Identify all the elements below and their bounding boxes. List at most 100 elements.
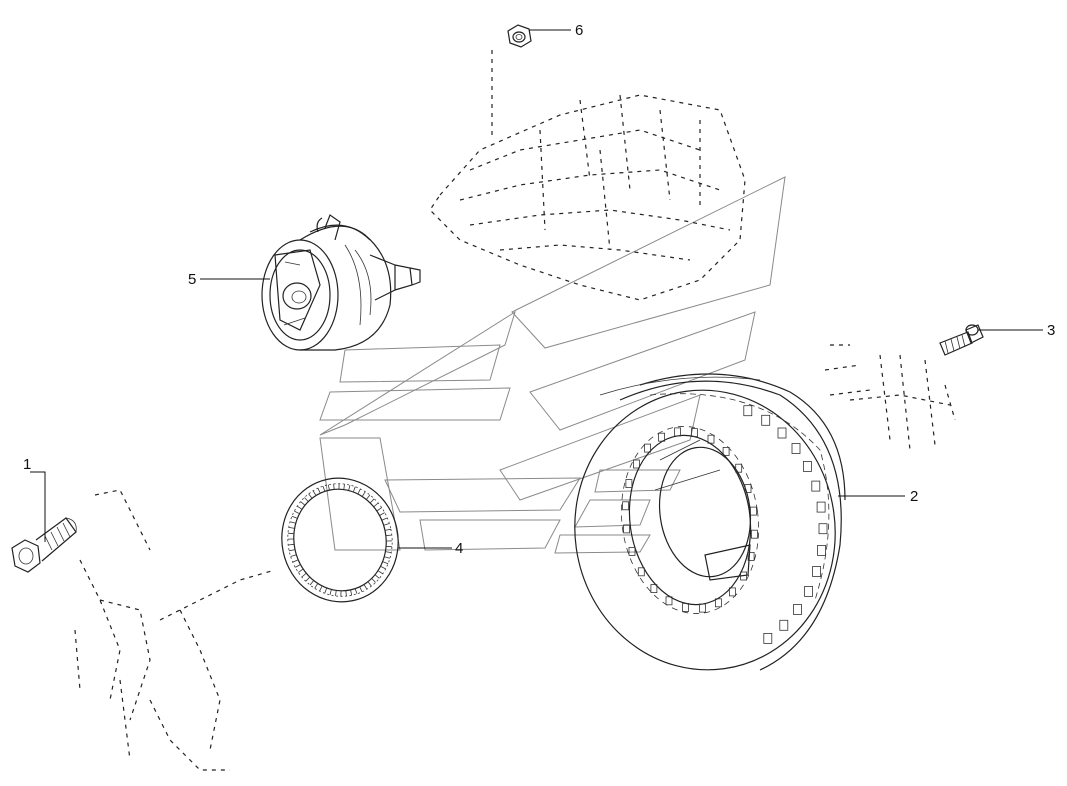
tone-ring-tooth: [324, 587, 328, 594]
hub-slot: [650, 584, 658, 593]
tone-ring-tooth: [296, 505, 303, 510]
hub-slot: [658, 432, 665, 442]
hub-slot: [633, 459, 640, 469]
hub-slot: [722, 446, 730, 456]
tone-ring-tooth: [363, 584, 368, 590]
callout-labels: 1 2 3 4 5 6: [23, 22, 1055, 557]
leader-lines: [30, 29, 1043, 549]
tone-ring-tooth: [384, 528, 391, 531]
vent-slot: [803, 460, 812, 472]
hub-slot: [691, 428, 698, 438]
tone-ring-tooth: [386, 545, 393, 548]
tone-ring-tooth: [291, 515, 298, 519]
tone-ring-tooth: [288, 543, 295, 546]
tone-ring-tooth: [335, 590, 337, 596]
tone-ring-tooth: [308, 493, 313, 499]
tone-ring-tooth: [350, 589, 353, 596]
vent-slot: [793, 604, 802, 615]
hub-slot: [665, 596, 673, 606]
watermark-logo: [319, 176, 786, 554]
part-4-tone-ring: [281, 477, 399, 603]
tone-ring-tooth: [289, 549, 296, 552]
hub-slot: [715, 598, 722, 608]
tone-ring-tooth: [300, 501, 306, 506]
hub-slot: [735, 463, 743, 473]
tone-ring-tooth: [373, 502, 379, 508]
tone-ring-tooth: [384, 556, 391, 559]
vent-slot: [811, 480, 821, 492]
tone-ring-tooth: [361, 491, 366, 497]
tone-ring-tooth: [379, 512, 385, 516]
tone-ring-tooth: [377, 570, 384, 575]
leader-1: [30, 471, 46, 542]
part-1-bolt: [11, 517, 77, 573]
vent-slot: [816, 501, 826, 513]
hub-slot: [750, 506, 757, 516]
ghost-assembly-right: [824, 344, 956, 451]
part-3-stud-bolt: [939, 324, 984, 356]
hub-slot: [699, 603, 706, 613]
tone-ring-tooth: [382, 561, 389, 565]
tone-ring-tooth: [301, 572, 307, 578]
vent-slot: [779, 619, 789, 631]
tone-ring-tooth: [287, 532, 294, 535]
tone-ring-tooth: [354, 588, 358, 594]
tone-ring-tooth: [289, 521, 296, 524]
hub-slot: [740, 571, 747, 581]
hub-slot: [623, 524, 630, 534]
callout-3: 3: [1047, 322, 1055, 339]
tone-ring-tooth: [329, 589, 332, 596]
callout-1: 1: [23, 456, 31, 473]
callout-6: 6: [575, 22, 583, 39]
vent-slot: [761, 414, 771, 426]
tone-ring-tooth: [371, 578, 376, 583]
tone-ring-tooth: [374, 574, 380, 579]
vent-slot: [818, 523, 828, 535]
hub-slot: [707, 434, 715, 444]
tone-ring-tooth: [383, 523, 390, 526]
tone-ring-tooth: [348, 484, 351, 491]
vent-slot: [817, 545, 826, 556]
hub-slot: [747, 552, 755, 561]
hub-slot: [751, 529, 758, 539]
hub-slot: [644, 443, 651, 453]
tone-ring-tooth: [298, 568, 304, 573]
ghost-assembly-left: [74, 489, 276, 771]
hub-slot: [682, 603, 689, 612]
tone-ring-tooth: [295, 564, 301, 568]
tone-ring-tooth: [327, 484, 330, 491]
part-2-brake-disc: [574, 373, 846, 671]
tone-ring-tooth: [319, 585, 323, 592]
callout-2: 2: [910, 488, 918, 505]
tone-ring-tooth: [367, 581, 372, 587]
tone-ring-tooth: [345, 590, 347, 597]
tone-ring-tooth: [312, 490, 317, 496]
tone-ring-tooth: [292, 559, 299, 563]
tone-ring-tooth: [309, 580, 315, 586]
tone-ring-tooth: [317, 488, 321, 494]
tone-ring-tooth: [290, 554, 297, 557]
tone-ring-tooth: [305, 576, 311, 582]
tone-ring-tooth: [288, 527, 295, 529]
vent-slot: [763, 633, 773, 644]
part-5-brake-chamber: [261, 214, 421, 351]
tone-ring-tooth: [322, 486, 326, 492]
tone-ring-tooth: [314, 583, 319, 589]
callout-5: 5: [188, 271, 196, 288]
vent-slot: [791, 443, 801, 454]
hub-slot: [622, 501, 629, 511]
hub-slot: [628, 547, 636, 556]
part-6-hex-nut: [507, 24, 532, 48]
tone-ring-tooth: [380, 565, 386, 570]
tone-ring-tooth: [376, 507, 382, 512]
callout-4: 4: [455, 540, 463, 557]
hub-slot: [674, 427, 681, 437]
tone-ring-tooth: [359, 586, 363, 592]
vent-slot: [812, 566, 821, 577]
vent-slot: [804, 586, 813, 597]
ghost-assembly-upper: [429, 50, 746, 301]
tone-ring-tooth: [352, 486, 356, 493]
tone-ring-tooth: [294, 510, 300, 515]
hub-slot: [637, 567, 645, 577]
